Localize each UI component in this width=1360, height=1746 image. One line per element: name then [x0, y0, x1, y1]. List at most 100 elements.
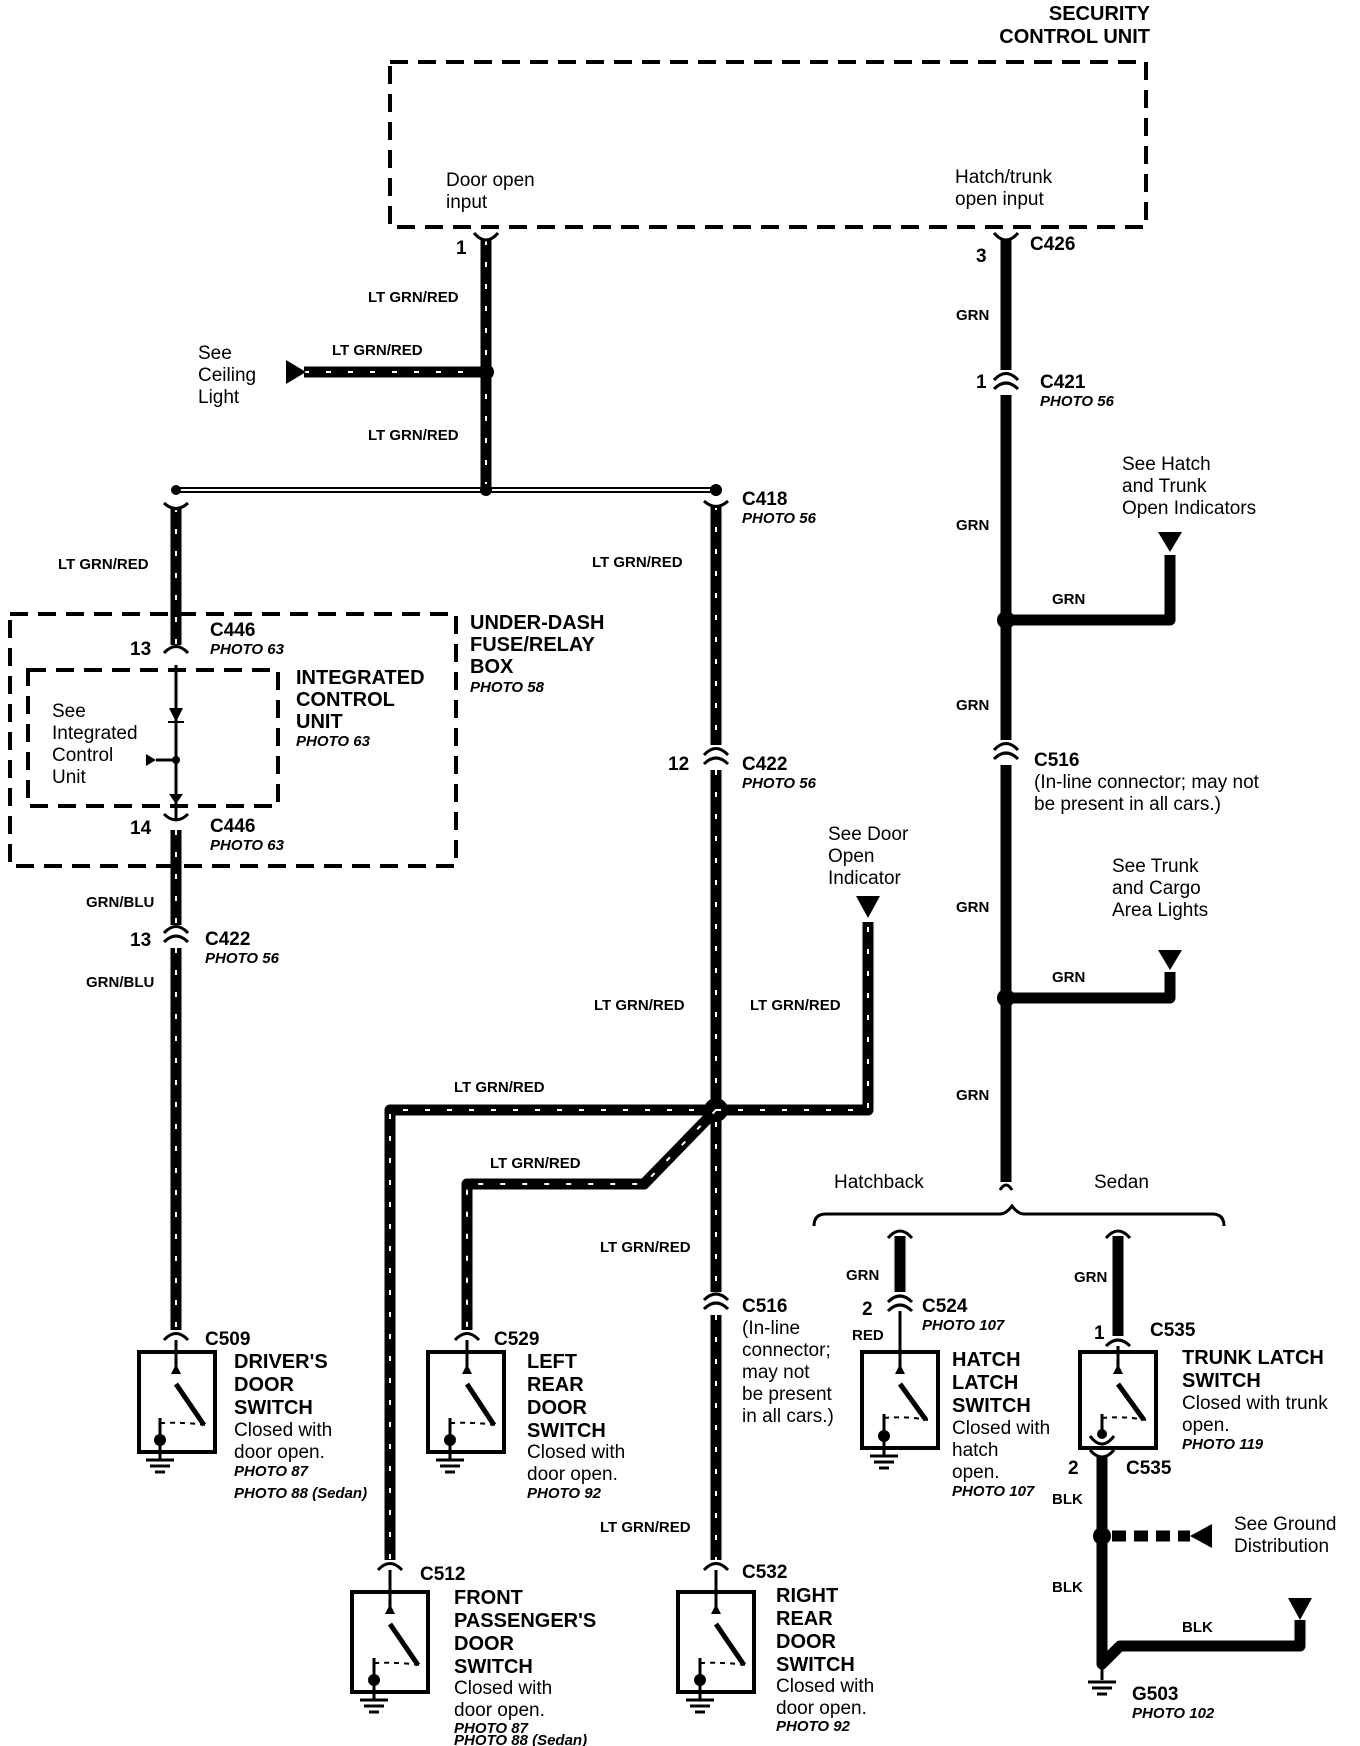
under-dash-fuse-box	[8, 612, 458, 868]
variant-bracket	[812, 1203, 1226, 1227]
wire-label-front-pass: LT GRN/RED	[454, 1079, 545, 1096]
wire-label-ceiling: LT GRN/RED	[332, 342, 423, 359]
hatch-desc-2: hatch	[952, 1440, 998, 1461]
wire-label-grn-blu-1: GRN/BLU	[86, 894, 154, 911]
right-rear-name-2: REAR	[776, 1608, 833, 1630]
front-pass-name-4: SWITCH	[454, 1656, 533, 1678]
c516-center: C516	[742, 1296, 787, 1317]
wire-label-blk-2: BLK	[1052, 1579, 1083, 1596]
c516-right-note-1: (In-line connector; may not	[1034, 772, 1260, 793]
integrated-control-unit-box	[26, 668, 280, 808]
wire-center-main	[702, 499, 730, 1572]
wire-label-grn-tc: GRN	[1052, 969, 1085, 986]
icu-diode	[146, 708, 184, 804]
hatch-input-label-2: open input	[955, 189, 1044, 210]
front-pass-photo-2: PHOTO 88 (Sedan)	[454, 1732, 587, 1746]
hatch-name-3: SWITCH	[952, 1395, 1031, 1417]
c516-center-note-4: be present	[742, 1384, 833, 1405]
c446-top: C446	[210, 620, 255, 641]
front-pass-photo-1: PHOTO 87	[454, 1720, 529, 1737]
hatch-desc-1: Closed with	[952, 1418, 1050, 1439]
sedan-label: Sedan	[1094, 1172, 1149, 1193]
wire-label-center-2: LT GRN/RED	[594, 997, 685, 1014]
front-pass-desc-1: Closed with	[454, 1678, 552, 1699]
pin-1-top: 1	[456, 238, 467, 259]
right-rear-desc-2: door open.	[776, 1698, 867, 1719]
wire-label-grn-5: GRN	[956, 1087, 989, 1104]
wire-grn-main	[992, 231, 1020, 1191]
hti-note-3: Open Indicators	[1122, 498, 1256, 519]
wire-label-grn-2: GRN	[956, 517, 989, 534]
door-open-input-label-2: input	[446, 192, 488, 213]
wire-label-grn-trunk: GRN	[1074, 1269, 1107, 1286]
door-indicator-note-2: Open	[828, 846, 874, 867]
c446-bottom: C446	[210, 816, 255, 837]
wire-hatch	[886, 1229, 914, 1352]
right-rear-door-switch	[676, 1570, 756, 1714]
wire-label-grn-4: GRN	[956, 899, 989, 916]
c421-photo: PHOTO 56	[1040, 393, 1115, 410]
c418-photo: PHOTO 56	[742, 510, 817, 527]
c422-center-photo: PHOTO 56	[742, 775, 817, 792]
c516-right-note-2: be present in all cars.)	[1034, 794, 1221, 815]
wire-label-door-1: LT GRN/RED	[368, 289, 459, 306]
trunk-cargo-note-2: and Cargo	[1112, 878, 1201, 899]
c512: C512	[420, 1564, 465, 1585]
c422-left-photo: PHOTO 56	[205, 950, 280, 967]
hatch-photo: PHOTO 107	[952, 1483, 1035, 1500]
c421: C421	[1040, 372, 1086, 393]
hatch-desc-3: open.	[952, 1462, 1000, 1483]
wire-label-driver-top: LT GRN/RED	[58, 556, 149, 573]
g503: G503	[1132, 1684, 1178, 1705]
c446-top-photo: PHOTO 63	[210, 641, 285, 658]
right-rear-name-3: DOOR	[776, 1631, 837, 1653]
pin-14-c446: 14	[130, 818, 152, 839]
door-indicator-note-1: See Door	[828, 824, 909, 845]
icu-see-4: Unit	[52, 767, 87, 788]
wire-label-center-1: LT GRN/RED	[592, 554, 683, 571]
right-rear-photo: PHOTO 92	[776, 1718, 851, 1735]
wire-label-center-4: LT GRN/RED	[600, 1519, 691, 1536]
ground-dist-note-2: Distribution	[1234, 1536, 1329, 1557]
wire-label-door-2: LT GRN/RED	[368, 427, 459, 444]
wire-label-grn-3: GRN	[956, 697, 989, 714]
trunk-desc-2: open.	[1182, 1415, 1230, 1436]
c418: C418	[742, 489, 787, 510]
fuse-box-title-3: BOX	[470, 656, 514, 678]
trunk-cargo-note-3: Area Lights	[1112, 900, 1208, 921]
left-rear-door-switch	[426, 1340, 506, 1474]
c426: C426	[1030, 234, 1075, 255]
c535-bottom: C535	[1126, 1458, 1172, 1479]
wire-label-center-3: LT GRN/RED	[600, 1239, 691, 1256]
wire-label-grn-blu-2: GRN/BLU	[86, 974, 154, 991]
hatch-name-2: LATCH	[952, 1372, 1018, 1394]
door-open-input-label-1: Door open	[446, 170, 535, 191]
c524-photo: PHOTO 107	[922, 1317, 1005, 1334]
c516-center-note-1: (In-line	[742, 1318, 800, 1339]
fuse-box-title-1: UNDER-DASH	[470, 612, 604, 634]
trunk-cargo-note-1: See Trunk	[1112, 856, 1199, 877]
c535-top: C535	[1150, 1320, 1196, 1341]
right-rear-desc-1: Closed with	[776, 1676, 874, 1697]
c529: C529	[494, 1329, 539, 1350]
left-rear-name-1: LEFT	[527, 1351, 577, 1373]
wire-left-rear	[453, 1106, 720, 1342]
pin-13-c422: 13	[130, 930, 151, 951]
driver-desc-1: Closed with	[234, 1420, 332, 1441]
wire-label-door-ind: LT GRN/RED	[750, 997, 841, 1014]
security-control-unit-box	[388, 60, 1148, 229]
g503-photo: PHOTO 102	[1132, 1705, 1215, 1722]
icu-see-2: Integrated	[52, 723, 138, 744]
driver-name-2: DOOR	[234, 1374, 295, 1396]
wire-driver-branch	[162, 501, 190, 1342]
left-rear-desc-2: door open.	[527, 1464, 618, 1485]
c516-center-note-3: may not	[742, 1362, 810, 1383]
c509: C509	[205, 1329, 250, 1350]
front-pass-name-1: FRONT	[454, 1587, 523, 1609]
fuse-box-photo: PHOTO 58	[470, 679, 545, 696]
hatch-latch-switch	[860, 1350, 940, 1470]
c516-center-note-2: connector;	[742, 1340, 831, 1361]
driver-name-3: SWITCH	[234, 1397, 313, 1419]
pin-12: 12	[668, 754, 689, 775]
